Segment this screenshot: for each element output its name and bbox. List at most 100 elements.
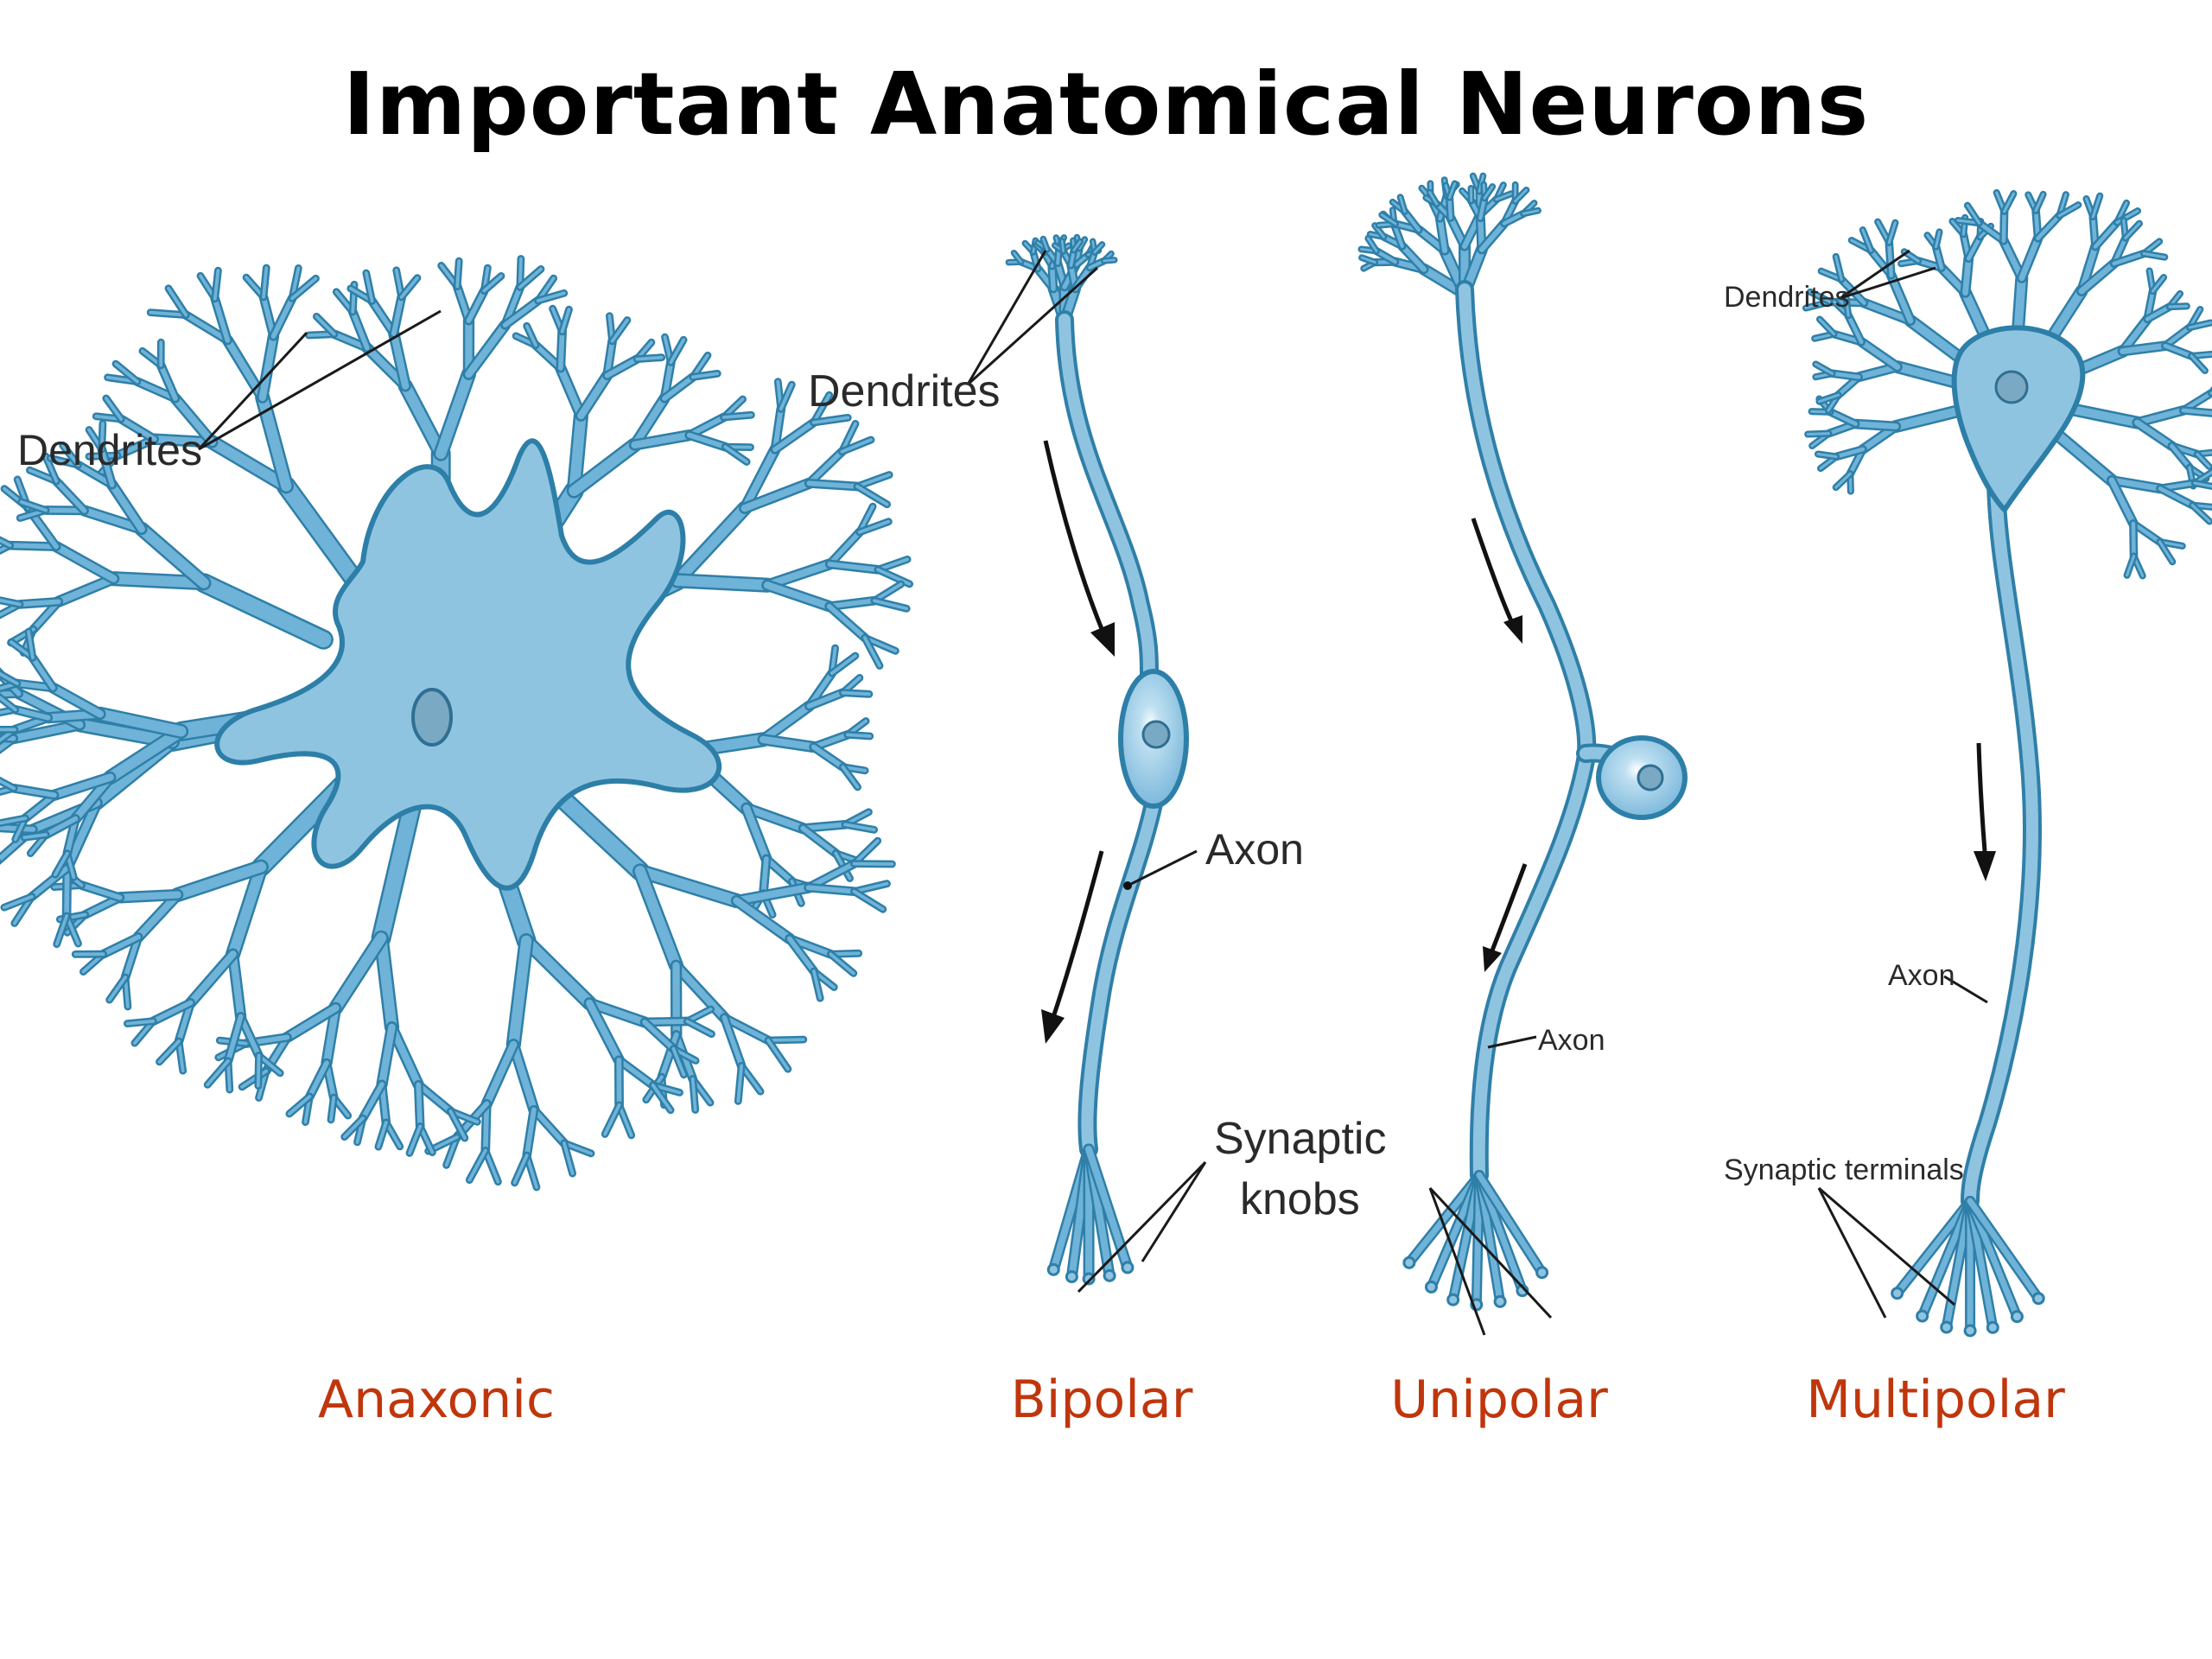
bipolar-arrowhead-upper — [1090, 622, 1115, 657]
dendrite-branch — [1906, 316, 1969, 366]
dendrite-branch — [1049, 264, 1056, 291]
dendrite-branch — [2193, 481, 2212, 488]
dendrite-branch — [826, 598, 877, 609]
dendrite-branch — [811, 416, 850, 424]
dendrite-branch — [2093, 220, 2120, 249]
multipolar-dendrites-leader — [1840, 249, 1910, 300]
dendrite-branch — [1399, 243, 1427, 272]
dendrite-branch — [135, 378, 178, 401]
dendrite-branch — [99, 422, 105, 451]
dendrite-branch — [1374, 249, 1397, 264]
dendrite-branch — [167, 286, 188, 317]
dendrite-branch — [736, 1064, 743, 1103]
dendrite-branch — [502, 298, 541, 328]
dendrite-branch — [855, 473, 892, 488]
dendrite-branch — [100, 934, 141, 957]
dendrite-branch — [659, 1032, 679, 1080]
multipolar-arrow — [1976, 742, 1987, 852]
dendrite-branch — [134, 891, 181, 941]
dendrite-branch — [642, 1020, 677, 1052]
dendrite-branch — [805, 885, 857, 894]
dendrite-branch — [806, 480, 860, 489]
dendrite-branch — [1483, 185, 1494, 200]
dendrite-branch — [760, 702, 813, 744]
dendrite-branch — [224, 336, 266, 402]
dendrite-branch — [2108, 477, 2164, 492]
dendrite-branch — [2018, 235, 2041, 282]
dendrite-branch — [1360, 256, 1376, 264]
dendrite-branch — [2163, 325, 2192, 348]
dendrite-branch — [226, 1014, 244, 1064]
dendrite-branch — [99, 447, 115, 487]
dendrite-branch — [172, 861, 267, 900]
bipolar-terminals-leader — [1077, 1160, 1207, 1294]
bipolar-nucleus — [1141, 720, 1171, 749]
dendrite-branch — [1891, 407, 1959, 431]
dendrite-branch — [290, 276, 318, 301]
dendrite-branch — [1844, 293, 1850, 317]
dendrite-branch — [360, 1082, 385, 1121]
synaptic-knob — [1891, 1287, 1904, 1300]
dendrite-branch — [2112, 251, 2146, 266]
dendrite-branch — [307, 1060, 329, 1099]
bipolar-arrow-lower — [1050, 850, 1104, 1020]
dendrite-branch — [1042, 238, 1049, 251]
dendrite-branch — [364, 271, 374, 303]
dendrite-branch — [388, 1023, 423, 1089]
dendrite-branch — [779, 383, 794, 411]
dendrite-branch — [3, 894, 34, 910]
dendrite-branch — [635, 355, 664, 361]
dendrite-branch — [1514, 188, 1528, 203]
dendrite-branch — [1816, 452, 1838, 459]
dendrite-branch — [483, 1148, 500, 1184]
dendrite-branch — [616, 1057, 656, 1088]
bipolar-neuron: Dendrites Axon Synaptic knobs — [808, 233, 1386, 1294]
dendrite-branch — [377, 1121, 388, 1149]
dendrite-branch — [508, 935, 532, 1050]
dendrite-branch — [1522, 209, 1540, 215]
multipolar-nucleus — [1994, 370, 2029, 404]
dendrite-branch — [586, 999, 649, 1027]
multipolar-dendrites-leader — [1840, 266, 1936, 300]
bipolar-terminals-leader — [1141, 1161, 1207, 1262]
dendrite-branch — [390, 329, 410, 390]
dendrite-branch — [685, 1020, 714, 1036]
synaptic-knob — [1446, 1293, 1460, 1306]
dendrite-branch — [1818, 317, 1836, 336]
dendrite-branch — [772, 420, 817, 453]
bipolar-axon — [1081, 798, 1160, 1155]
dendrite-branch — [672, 575, 772, 591]
bipolar-axon-dot — [1123, 881, 1132, 890]
dendrite-branch — [2181, 408, 2212, 416]
dendrite-branch — [2000, 238, 2025, 282]
bipolar-terminals-label-2: knobs — [1240, 1174, 1360, 1224]
dendrite-branch — [342, 1116, 365, 1139]
dendrite-branch — [2001, 209, 2006, 243]
dendrite-branch — [604, 356, 640, 378]
dendrite-branch — [150, 435, 216, 447]
dendrite-branch — [136, 524, 209, 588]
dendrite-branch — [158, 362, 178, 401]
dendrite-branch — [104, 397, 124, 421]
dendrite-branch — [207, 436, 292, 492]
dendrite-branch — [1478, 220, 1507, 252]
multipolar-terminals-label: Synaptic terminals — [1724, 1154, 1964, 1186]
dendrite-branch — [0, 779, 16, 791]
dendrite-branch — [1437, 215, 1448, 254]
multipolar-dendrites-label: Dendrites — [1724, 281, 1850, 314]
dendrite-branch — [651, 1084, 672, 1112]
dendrite-branch — [766, 1039, 790, 1071]
dendrite-branch — [399, 276, 419, 299]
dendrite-branch — [329, 1096, 336, 1122]
dendrite-branch — [2142, 251, 2166, 259]
dendrite-branch — [1887, 240, 1894, 277]
dendrite-branch — [841, 690, 871, 696]
synaptic-knob — [1424, 1280, 1438, 1294]
dendrite-branch — [2158, 540, 2174, 563]
dendrite-branch — [1888, 272, 1914, 324]
synaptic-knob — [1916, 1309, 1929, 1323]
bipolar-axon-leader — [1127, 849, 1198, 887]
dendrite-branch — [742, 804, 807, 832]
anaxonic-nucleus — [411, 688, 453, 747]
dendrite-branch — [1478, 196, 1487, 220]
